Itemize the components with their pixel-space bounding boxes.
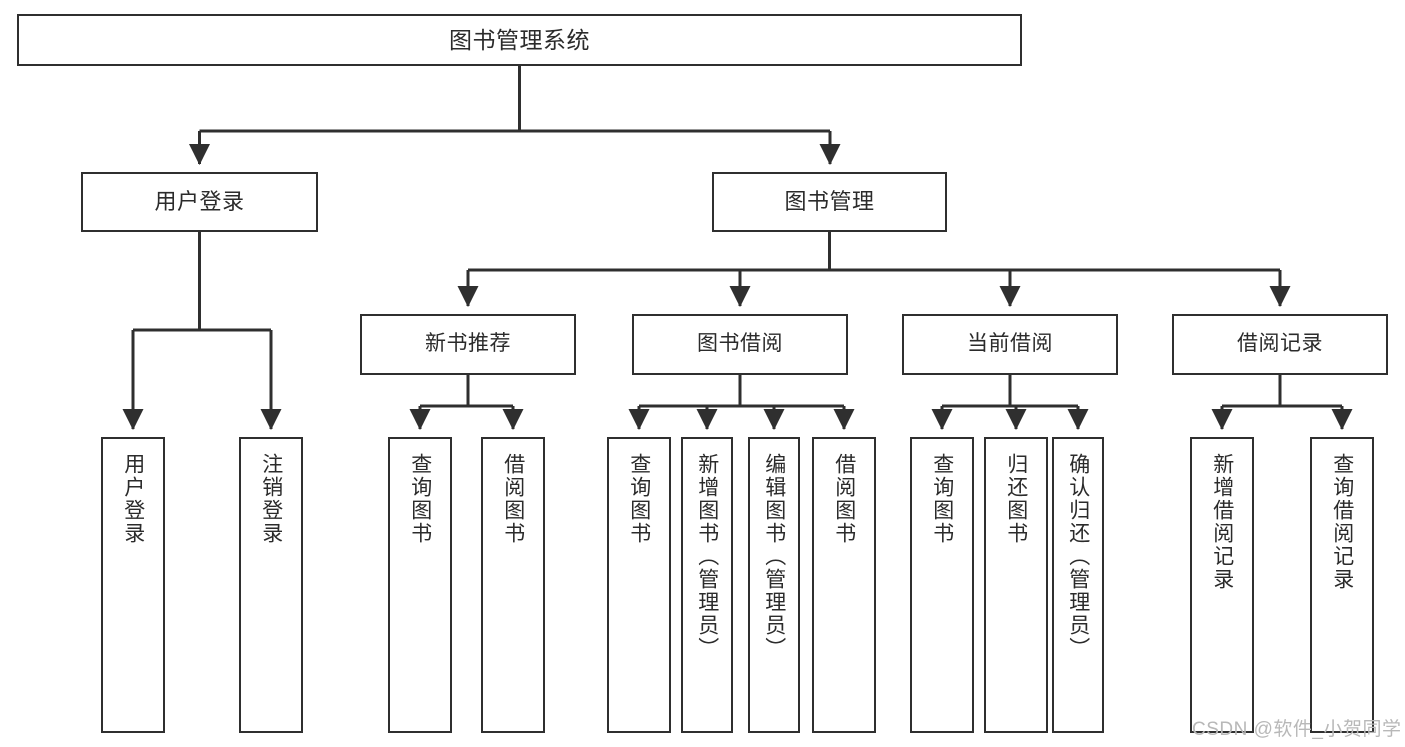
leaf-add-book[interactable]: 新增图书（管理员） (681, 437, 733, 733)
leaf-confirm-return[interactable]: 确认归还（管理员） (1052, 437, 1104, 733)
leaf-edit-book[interactable]: 编辑图书（管理员） (748, 437, 800, 733)
node-current-borrow[interactable]: 当前借阅 (902, 314, 1118, 375)
watermark: CSDN @软件_小贺同学 (1192, 719, 1402, 740)
leaf-query-book-2-label: 查询图书 (627, 453, 651, 545)
leaf-user-login-label: 用户登录 (121, 453, 145, 545)
leaf-logout-login-label: 注销登录 (259, 453, 283, 545)
node-root-label: 图书管理系统 (449, 26, 590, 53)
leaf-borrow-book-2-label: 借阅图书 (832, 453, 856, 545)
node-user-login-label: 用户登录 (154, 189, 245, 215)
leaf-return-book[interactable]: 归还图书 (984, 437, 1048, 733)
node-new-book-recommend-label: 新书推荐 (425, 332, 511, 356)
node-new-book-recommend[interactable]: 新书推荐 (360, 314, 576, 375)
node-book-borrow[interactable]: 图书借阅 (632, 314, 848, 375)
node-book-management-label: 图书管理 (784, 189, 875, 215)
node-borrow-record[interactable]: 借阅记录 (1172, 314, 1388, 375)
node-borrow-record-label: 借阅记录 (1237, 332, 1323, 356)
leaf-borrow-book-1-label: 借阅图书 (501, 453, 525, 545)
leaf-query-book-3[interactable]: 查询图书 (910, 437, 974, 733)
leaf-logout-login[interactable]: 注销登录 (239, 437, 303, 733)
leaf-borrow-book-2[interactable]: 借阅图书 (812, 437, 876, 733)
leaf-add-borrow-record[interactable]: 新增借阅记录 (1190, 437, 1254, 733)
leaf-query-book-1-label: 查询图书 (408, 453, 432, 545)
leaf-confirm-return-label: 确认归还（管理员） (1066, 453, 1090, 660)
leaf-add-borrow-record-label: 新增借阅记录 (1210, 453, 1234, 591)
leaf-edit-book-label: 编辑图书（管理员） (762, 453, 786, 660)
leaf-borrow-book-1[interactable]: 借阅图书 (481, 437, 545, 733)
node-current-borrow-label: 当前借阅 (967, 332, 1053, 356)
leaf-query-book-3-label: 查询图书 (930, 453, 954, 545)
node-root[interactable]: 图书管理系统 (17, 14, 1022, 66)
leaf-query-book-1[interactable]: 查询图书 (388, 437, 452, 733)
node-book-borrow-label: 图书借阅 (697, 332, 783, 356)
leaf-query-book-2[interactable]: 查询图书 (607, 437, 671, 733)
node-book-management[interactable]: 图书管理 (712, 172, 947, 232)
leaf-user-login[interactable]: 用户登录 (101, 437, 165, 733)
leaf-query-borrow-record[interactable]: 查询借阅记录 (1310, 437, 1374, 733)
leaf-return-book-label: 归还图书 (1004, 453, 1028, 545)
leaf-query-borrow-record-label: 查询借阅记录 (1330, 453, 1354, 591)
leaf-add-book-label: 新增图书（管理员） (695, 453, 719, 660)
node-user-login[interactable]: 用户登录 (81, 172, 318, 232)
